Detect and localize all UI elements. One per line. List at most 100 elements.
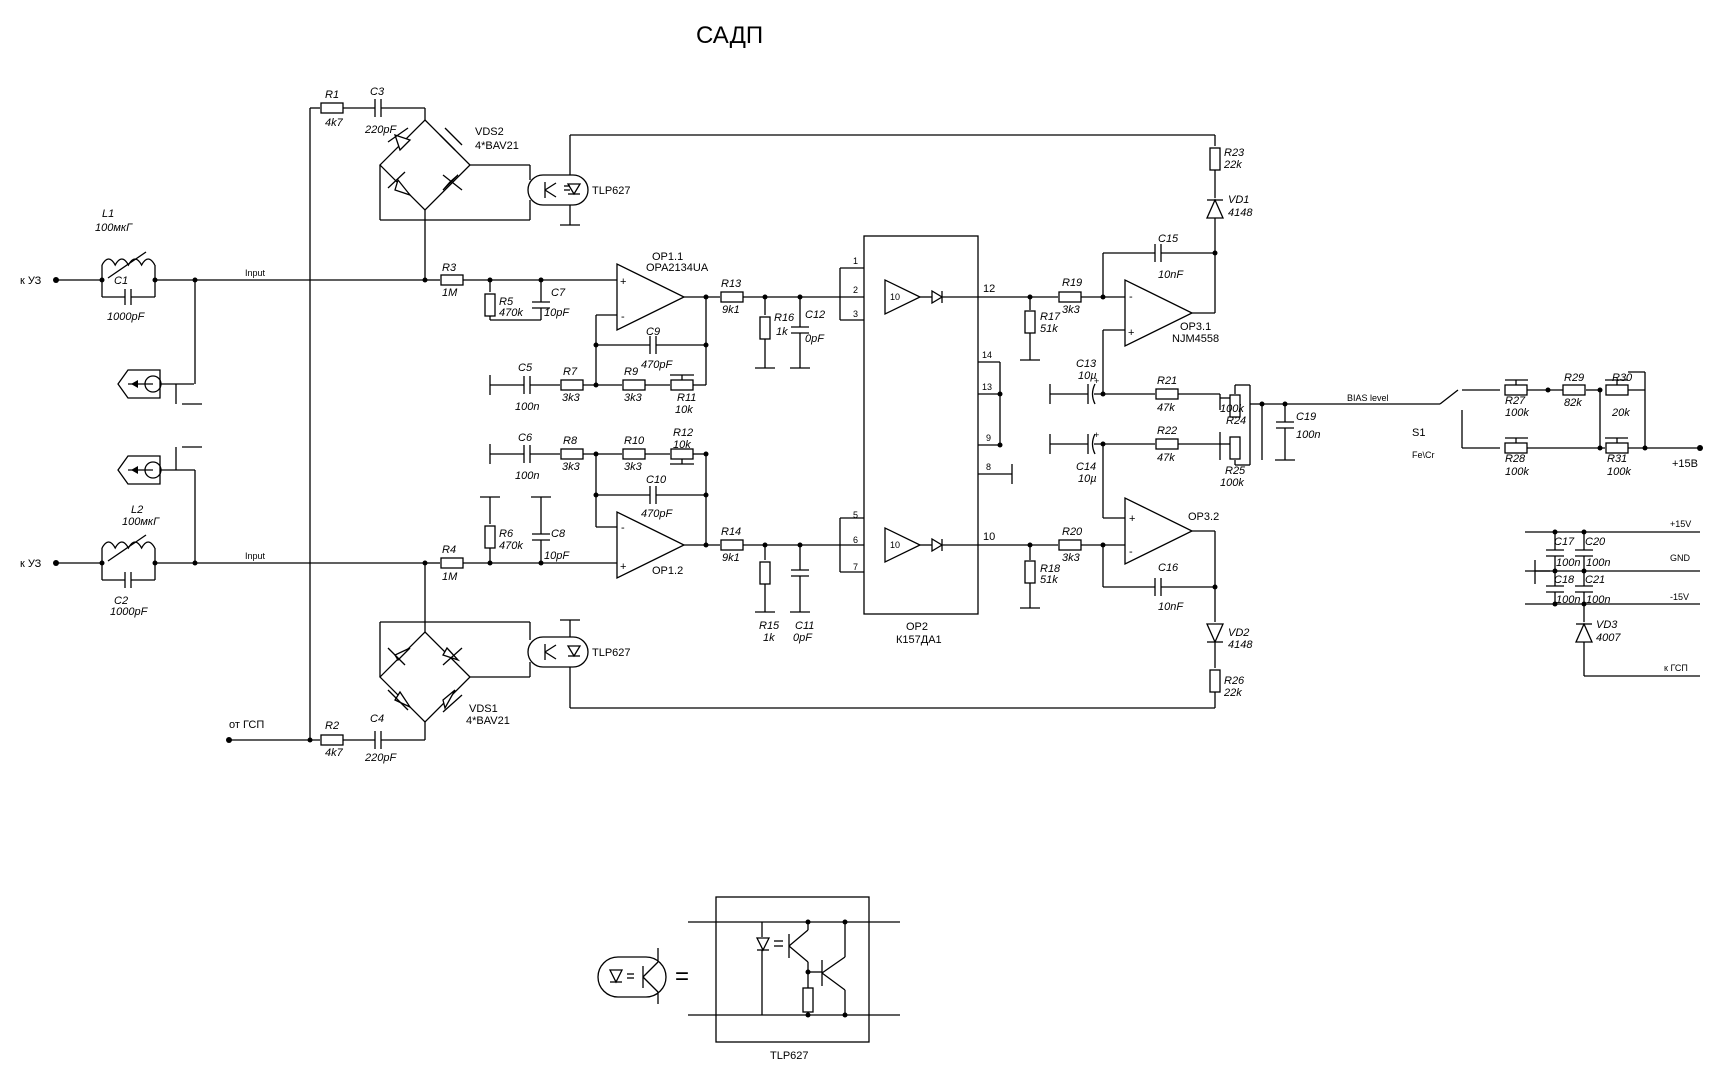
net-label-p15: +15V	[1670, 519, 1691, 529]
R10-ref: R10	[624, 435, 645, 447]
svg-text:-: -	[1129, 546, 1133, 558]
R24-ref: R24	[1226, 415, 1246, 427]
C8-value: 10pF	[544, 550, 570, 562]
R9-ref: R9	[624, 366, 638, 378]
net-label-from-gsp: от ГСП	[229, 719, 264, 731]
R31-trimmer	[1605, 442, 1629, 454]
R3-resistor	[440, 274, 464, 286]
OP1.1-opamp: + -	[616, 262, 686, 332]
R9-resistor	[622, 379, 646, 391]
R13-resistor	[720, 291, 744, 303]
R23-value: 22k	[1223, 159, 1242, 171]
R17-value: 51k	[1040, 323, 1058, 335]
R27-value: 100k	[1505, 407, 1529, 419]
R26-resistor	[1209, 669, 1221, 693]
svg-text:+: +	[1094, 430, 1099, 440]
pin-1: 1	[853, 256, 858, 266]
R2-ref: R2	[325, 720, 339, 732]
R23-resistor	[1209, 147, 1221, 171]
R20-value: 3k3	[1062, 552, 1081, 564]
net-label-bias: BIAS level	[1347, 393, 1389, 403]
R19-resistor	[1058, 291, 1082, 303]
R17-resistor	[1024, 310, 1036, 334]
R25-trimmer	[1229, 436, 1241, 460]
svg-text:-: -	[621, 522, 625, 534]
C3-capacitor	[374, 98, 382, 118]
R26-value: 22k	[1223, 687, 1242, 699]
connector-jack-top	[117, 369, 202, 405]
TLP627-bottom-ref: TLP627	[592, 647, 631, 659]
R7-ref: R7	[563, 366, 578, 378]
C20-capacitor	[1574, 549, 1594, 557]
svg-text:+: +	[1129, 513, 1135, 525]
R16-ref: R16	[774, 312, 795, 324]
svg-text:+: +	[620, 276, 626, 288]
C6-value: 100n	[515, 470, 539, 482]
R16-resistor	[759, 316, 771, 340]
diagram-title: САДП	[696, 22, 763, 49]
svg-text:10: 10	[890, 540, 900, 550]
VD1-ref: VD1	[1228, 194, 1249, 206]
R15-resistor	[759, 561, 771, 585]
R2-resistor	[320, 734, 344, 746]
R29-value: 82k	[1564, 397, 1582, 409]
VD3-ref: VD3	[1596, 619, 1618, 631]
OP2-ref: OP2	[906, 621, 928, 633]
L2-ref: L2	[131, 504, 143, 516]
R23-ref: R23	[1224, 147, 1245, 159]
R14-ref: R14	[721, 526, 741, 538]
OP3.2-ref: OP3.2	[1188, 511, 1219, 523]
R29-ref: R29	[1564, 372, 1584, 384]
C8-ref: C8	[551, 528, 566, 540]
pin-5: 5	[853, 510, 858, 520]
R27-trimmer	[1504, 384, 1528, 396]
connector-jack-bottom	[117, 446, 202, 485]
VD2-diode	[1205, 623, 1225, 644]
C16-value: 10nF	[1158, 601, 1184, 613]
R11-ref: R11	[677, 392, 696, 404]
OP2-value: К157ДА1	[896, 634, 942, 646]
C11-value: 0pF	[793, 632, 813, 644]
power-decoupling: +15V GND -15V C17 100n C20 100n C18 100n…	[1525, 519, 1700, 677]
VDS2-value: 4*BAV21	[475, 140, 519, 152]
VD3-value: 4007	[1596, 632, 1621, 644]
R21-value: 47k	[1157, 402, 1175, 414]
pin-10: 10	[983, 531, 995, 543]
R21-resistor	[1155, 388, 1179, 400]
C9-ref: C9	[646, 326, 660, 338]
C5-ref: C5	[518, 362, 533, 374]
VD3-diode	[1574, 622, 1594, 643]
C14-value: 10µ	[1078, 473, 1097, 485]
net-label-input-top: Input	[245, 268, 266, 278]
TLP627-top-optocoupler	[527, 135, 589, 226]
pin-9: 9	[986, 433, 991, 443]
pin-12: 12	[983, 283, 995, 295]
R5-resistor	[484, 293, 496, 317]
R2-value: 4k7	[325, 747, 344, 759]
C20-ref: C20	[1585, 536, 1606, 548]
R28-trimmer	[1504, 442, 1528, 454]
L1-value: 100мкГ	[95, 222, 133, 234]
C2-value: 1000pF	[110, 606, 149, 618]
R21-ref: R21	[1157, 375, 1177, 387]
VD2-value: 4148	[1228, 639, 1253, 651]
C4-value: 220pF	[364, 752, 397, 764]
C15-value: 10nF	[1158, 269, 1184, 281]
VD2-ref: VD2	[1228, 627, 1249, 639]
R15-value: 1k	[763, 632, 775, 644]
C16-capacitor	[1154, 577, 1162, 597]
bias-section: BIAS level C19 100n S1 Fe\Cr R27 100k R2…	[1250, 371, 1703, 478]
TLP627-bottom-optocoupler	[527, 619, 589, 708]
net-label-to-uz-1: к УЗ	[20, 275, 42, 287]
C14-ref: C14	[1076, 461, 1096, 473]
R3-ref: R3	[442, 262, 457, 274]
equals-sign: =	[675, 963, 689, 990]
R25-value: 100k	[1220, 477, 1244, 489]
C5-capacitor	[523, 375, 531, 395]
R19-ref: R19	[1062, 277, 1082, 289]
R12-ref: R12	[673, 427, 693, 439]
OP1.2-opamp: - +	[616, 510, 686, 580]
S1-ref: S1	[1412, 427, 1425, 439]
R1-value: 4k7	[325, 117, 344, 129]
net-label-to-uz-2: к УЗ	[20, 558, 42, 570]
